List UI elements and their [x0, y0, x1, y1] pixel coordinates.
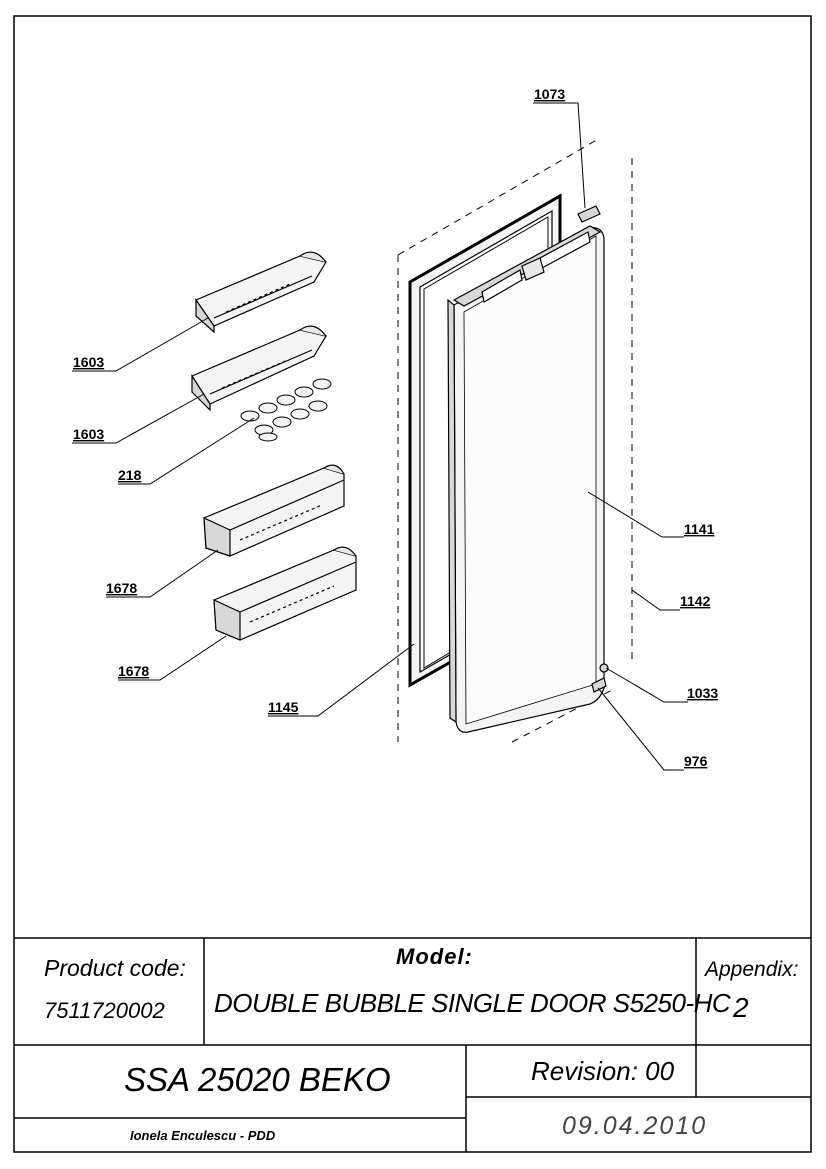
callout-labels: 1073 1603 1603 218 1141 1142 1678 1678 1…: [73, 86, 718, 769]
callout-1073: 1073: [534, 86, 565, 102]
bottle-shelf-1678-upper: [203, 464, 345, 557]
revision-label: Revision: 00: [531, 1056, 675, 1086]
model-value: DOUBLE BUBBLE SINGLE DOOR S5250-HC: [214, 988, 731, 1018]
appendix-value: 2: [733, 992, 749, 1023]
callout-1603-lower: 1603: [73, 426, 104, 442]
callout-218: 218: [118, 467, 142, 483]
leader-lines: [72, 102, 688, 771]
product-code-label: Product code:: [44, 955, 186, 981]
product-code-value: 7511720002: [44, 998, 165, 1023]
egg-tray-part: [240, 378, 332, 442]
title-block-grid: [14, 937, 811, 1152]
callout-1678-upper: 1678: [106, 580, 137, 596]
callout-1678-lower: 1678: [118, 663, 149, 679]
model-label: Model:: [396, 944, 473, 969]
sheet-border: [13, 15, 812, 1153]
product-name: SSA 25020 BEKO: [124, 1061, 391, 1098]
callout-976: 976: [684, 753, 708, 769]
callout-1603-upper: 1603: [73, 354, 104, 370]
callout-1033: 1033: [687, 685, 718, 701]
door-shelf-1603-upper: [195, 251, 327, 334]
door-shelf-1603-lower: [191, 325, 327, 412]
callout-1145: 1145: [268, 699, 299, 715]
appendix-label: Appendix:: [705, 958, 799, 981]
callout-1141: 1141: [684, 521, 715, 537]
door-panel-part: [447, 205, 609, 733]
revision-date: 09.04.2010: [562, 1112, 708, 1140]
callout-1142: 1142: [680, 593, 711, 609]
bottle-shelf-1678-lower: [213, 546, 357, 641]
author-name: Ionela Enculescu - PDD: [130, 1128, 276, 1143]
